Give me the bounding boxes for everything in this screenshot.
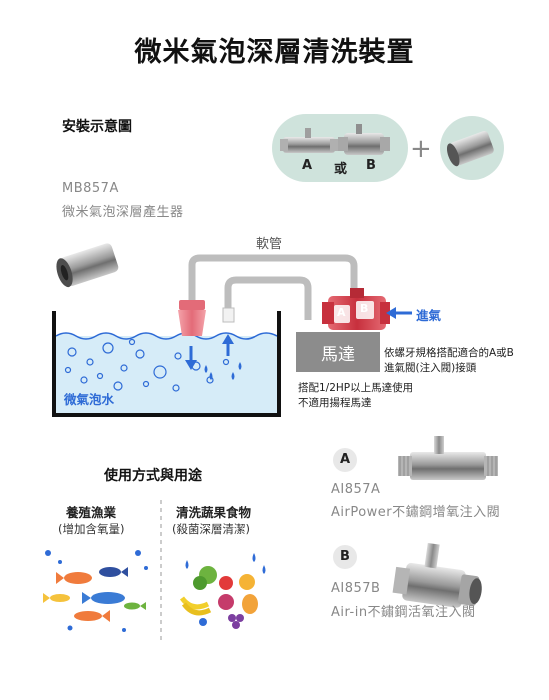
usage-col1-sub: (增加含氧量) (58, 522, 125, 536)
valve-b-product-icon (392, 543, 482, 608)
usage-col1-title: 養殖漁業 (66, 505, 117, 520)
usage-col2-sub: (殺菌深層清潔) (172, 522, 250, 536)
valve-a-product-icon (398, 436, 498, 480)
motor-box (296, 332, 380, 372)
water-label: 微氣泡水 (64, 392, 115, 407)
water-fill (56, 336, 277, 413)
air-in-label: 進氣 (416, 308, 442, 323)
install-heading: 安裝示意圖 (62, 119, 132, 135)
valve-a-thumb-icon (280, 128, 338, 153)
hose-outer (188, 254, 358, 300)
hose-inner (224, 276, 312, 320)
generator-thumb-icon (446, 131, 494, 167)
valve-a-model: AI857A (331, 482, 381, 497)
generator-product-icon (56, 243, 119, 288)
motor-note: 搭配1/2HP以上馬達使用不適用揚程馬達 (298, 382, 414, 409)
usage-col2-title: 清洗蔬果食物 (176, 505, 252, 520)
bubbles-icon (64, 338, 230, 392)
intake-pipe-icon (222, 307, 235, 323)
valve-a-desc: AirPower不鏽鋼增氧注入閥 (331, 505, 501, 520)
fish-illustration-icon (43, 550, 148, 632)
valve-b-thumb-icon (338, 124, 390, 155)
valve-tag-b: B (360, 302, 369, 315)
thread-note: 依螺牙規格搭配適合的A或B進氣閥(注入閥)接頭 (384, 347, 514, 374)
valve-tag-a: A (337, 306, 346, 319)
valve-b-model: AI857B (331, 581, 381, 596)
motor-label: 馬達 (321, 345, 355, 365)
tank-outline (52, 311, 281, 417)
plus-sign: + (410, 134, 432, 164)
option-or-label: 或 (334, 162, 348, 177)
generator-name: 微米氣泡深層產生器 (62, 205, 184, 220)
vegetables-illustration-icon (179, 553, 266, 629)
hose-label: 軟管 (256, 237, 283, 252)
outlet-nozzle-icon (178, 310, 206, 336)
valve-b-badge: B (333, 545, 357, 569)
valve-b-desc: Air-in不鏽鋼活氧注入閥 (331, 605, 476, 620)
option-b-label: B (366, 158, 376, 173)
generator-model: MB857A (62, 181, 119, 196)
valve-a-badge: A (333, 448, 357, 472)
usage-heading: 使用方式與用途 (104, 468, 202, 484)
page-title: 微米氣泡深層清洗裝置 (134, 37, 415, 68)
option-a-label: A (302, 158, 313, 173)
